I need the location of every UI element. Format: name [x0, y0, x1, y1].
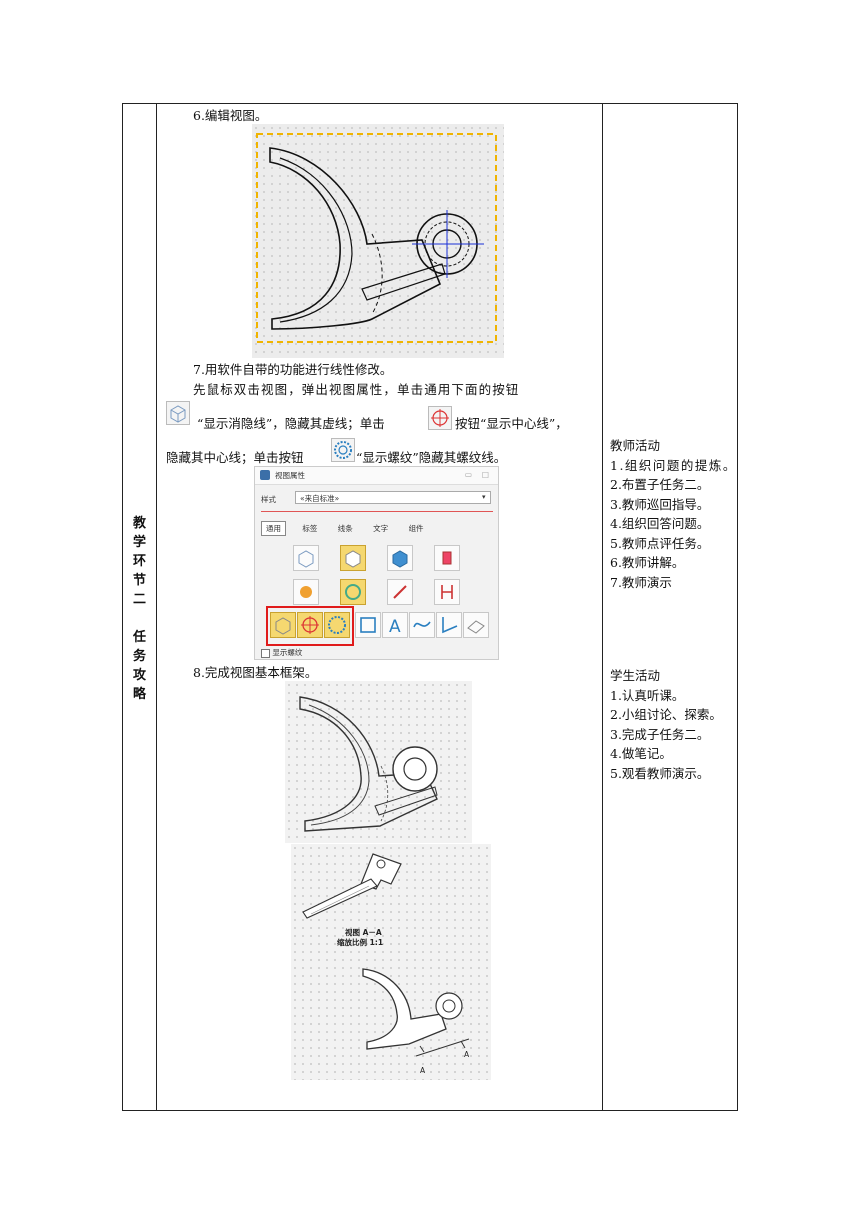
teacher-activities: 教师活动 1.组织问题的提炼。 2.布置子任务二。 3.教师巡回指导。 4.组织… [610, 436, 738, 592]
step-7-title: 7.用软件自带的功能进行线性修改。 [193, 362, 393, 377]
style-label: 样式 [261, 495, 276, 504]
step-8-text: 8.完成视图基本框架。 [193, 665, 318, 680]
show-thread-button[interactable] [324, 612, 350, 638]
base-frame-drawing [285, 681, 472, 843]
view-shaded-button[interactable] [340, 545, 366, 571]
view-wireframe-button[interactable] [293, 545, 319, 571]
fork-drawing [256, 133, 497, 343]
panel-tabs: 通用 标签 线条 文字 组件 [261, 521, 438, 536]
tab-text[interactable]: 文字 [373, 524, 389, 533]
lesson-table: 教 学 环 节 二 任 务 攻 略 教师活动 1.组织问题的提炼。 2.布置子任… [122, 103, 738, 1111]
highlight-frame [266, 606, 354, 646]
chevron-down-icon[interactable]: ▾ [482, 493, 486, 501]
centerline-target-icon [428, 406, 452, 430]
heading-char: 任 [132, 630, 146, 645]
heading-spacer [123, 609, 156, 628]
student-item: 1.认真听课。 [610, 687, 685, 703]
step-7-line-2b: 按钮“显示中心线”， [455, 416, 568, 431]
panel-title: 视图属性 [255, 467, 498, 485]
svg-text:A: A [389, 617, 401, 637]
section-letter-a-bottom: A [420, 1066, 426, 1075]
step-7-line-3a: 隐藏其中心线；单击按钮 [166, 450, 304, 465]
section-heading: 教 学 环 节 二 任 务 攻 略 [123, 514, 156, 704]
heading-char: 攻 [132, 668, 146, 683]
view-section-button[interactable] [434, 545, 460, 571]
teacher-item: 2.布置子任务二。 [610, 477, 710, 492]
step-6-text: 6.编辑视图。 [193, 108, 268, 123]
fork-drawing-plain [299, 696, 438, 832]
app-logo-icon [260, 470, 270, 480]
select-underline [261, 511, 493, 512]
teacher-item: 6.教师讲解。 [610, 555, 685, 570]
tangent-edge-button[interactable] [387, 579, 413, 605]
checkbox-box[interactable] [261, 648, 270, 658]
student-item: 4.做笔记。 [610, 746, 672, 761]
close-icon[interactable]: □ [481, 470, 489, 479]
style-select[interactable]: «来自标准» [295, 491, 491, 504]
heading-char: 节 [132, 573, 146, 588]
student-title: 学生活动 [610, 668, 661, 683]
cube-wireframe-icon [166, 401, 190, 425]
teacher-item: 4.组织回答问题。 [610, 516, 710, 531]
heading-char: 二 [132, 592, 146, 607]
pin-icon[interactable]: ▭ [464, 470, 472, 479]
step-7-line-2a: “显示消隐线”，隐藏其虚线；单击 [197, 416, 385, 431]
edit-view-drawing [252, 124, 504, 358]
tab-general[interactable]: 通用 [261, 521, 286, 536]
text-button[interactable]: A [382, 612, 408, 638]
heading-char: 教 [132, 516, 146, 531]
view-properties-panel: 视图属性 ▭ □ 样式 «来自标准» ▾ 通用 标签 线条 文字 组件 A 显示… [254, 466, 499, 660]
heading-char: 学 [132, 535, 146, 550]
student-item: 5.观看教师演示。 [610, 765, 710, 781]
teacher-item: 5.教师点评任务。 [610, 535, 710, 551]
rotate-view-button[interactable] [340, 579, 366, 605]
student-activities: 学生活动 1.认真听课。 2.小组讨论、探索。 3.完成子任务二。 4.做笔记。… [610, 666, 738, 783]
section-label: 视图 A－A 缩放比例 1:1 [337, 928, 383, 948]
show-thread-checkbox[interactable]: 显示螺纹 [261, 647, 302, 658]
section-letter-a-right: A [464, 1050, 470, 1059]
tab-label[interactable]: 标签 [302, 524, 318, 533]
angle-button[interactable] [436, 612, 462, 638]
teacher-item: 3.教师巡回指导。 [610, 496, 710, 512]
heading-char: 略 [132, 687, 146, 702]
dimension-view-button[interactable] [434, 579, 460, 605]
section-drawing [302, 853, 470, 1057]
teacher-item: 1.组织问题的提炼。 [610, 457, 737, 473]
show-hidden-lines-button[interactable] [270, 612, 296, 638]
border-button[interactable] [355, 612, 381, 638]
step-7-line-3b: “显示螺纹”隐藏其螺纹线。 [356, 450, 507, 465]
view-label: 视图 A－A [345, 928, 382, 937]
student-item: 3.完成子任务二。 [610, 726, 710, 742]
scale-label: 缩放比例 1:1 [337, 938, 384, 947]
teacher-title: 教师活动 [610, 438, 661, 453]
sheet-button[interactable] [463, 612, 489, 638]
tab-components[interactable]: 组件 [408, 524, 424, 533]
step-7-line-1: 先鼠标双击视图，弹出视图属性，单击通用下面的按钮 [193, 382, 520, 397]
exploded-view-button[interactable] [293, 579, 319, 605]
show-centerline-button[interactable] [297, 612, 323, 638]
teacher-item: 7.教师演示 [610, 574, 672, 590]
view-solid-button[interactable] [387, 545, 413, 571]
curve-button[interactable] [409, 612, 435, 638]
heading-char: 环 [132, 554, 146, 569]
heading-char: 务 [132, 649, 146, 664]
student-item: 2.小组讨论、探索。 [610, 707, 722, 722]
tab-lines[interactable]: 线条 [337, 524, 353, 533]
section-view-drawing: 视图 A－A 缩放比例 1:1 A A [291, 844, 491, 1080]
column-divider-2 [602, 104, 603, 1110]
thread-circle-icon [331, 438, 355, 462]
column-divider-1 [156, 104, 157, 1110]
checkbox-label: 显示螺纹 [272, 648, 303, 657]
